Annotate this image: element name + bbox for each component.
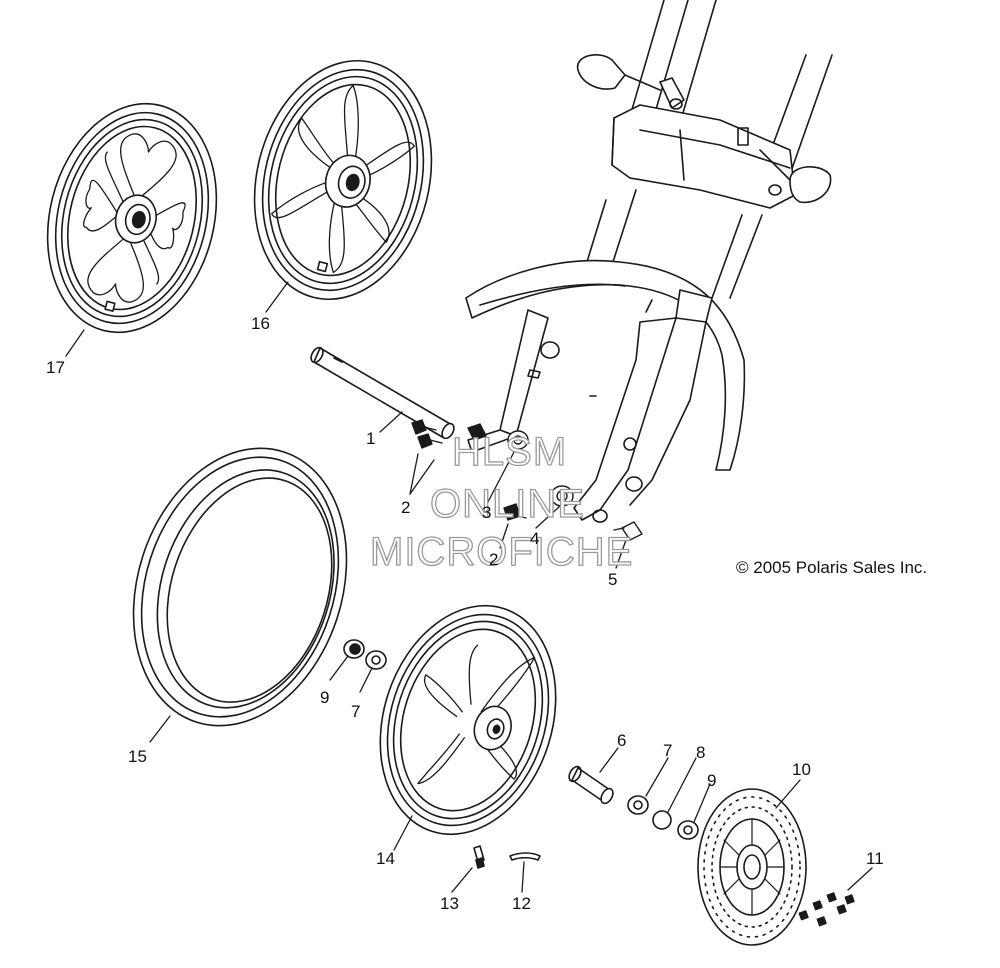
callout-part-7-right: 7 bbox=[663, 741, 673, 760]
brake-disc-10-drawing bbox=[697, 788, 807, 946]
tire-15-drawing bbox=[132, 447, 348, 727]
watermark-line-3: MICROFICHE bbox=[369, 530, 634, 574]
callout-part-2-lower: 2 bbox=[489, 550, 499, 569]
wheel-17-drawing bbox=[46, 102, 218, 334]
callout-part-3: 3 bbox=[482, 503, 492, 522]
callout-part-14: 14 bbox=[376, 849, 395, 868]
valve-stem-13-drawing bbox=[473, 845, 485, 869]
callout-part-13: 13 bbox=[440, 894, 459, 913]
callout-part-17: 17 bbox=[46, 358, 65, 377]
callout-part-12: 12 bbox=[512, 894, 531, 913]
callout-part-5: 5 bbox=[608, 570, 618, 589]
callout-part-8: 8 bbox=[696, 743, 706, 762]
callout-part-6: 6 bbox=[617, 731, 627, 750]
callout-part-1: 1 bbox=[366, 429, 376, 448]
axle-1-drawing bbox=[310, 346, 455, 440]
callout-part-2-upper: 2 bbox=[401, 498, 411, 517]
callout-part-11: 11 bbox=[866, 849, 884, 868]
fork-assembly-drawing bbox=[465, 0, 833, 523]
watermark-line-1: HLSM bbox=[451, 430, 568, 474]
wheel-14-drawing bbox=[379, 604, 557, 836]
callout-part-10: 10 bbox=[792, 760, 811, 779]
callout-part-15: 15 bbox=[128, 747, 147, 766]
leader-lines bbox=[65, 281, 873, 893]
bearings-left-drawing bbox=[343, 639, 387, 670]
spacer-6-drawing bbox=[568, 765, 614, 805]
copyright-text: © 2005 Polaris Sales Inc. bbox=[736, 558, 928, 577]
watermark-line-2: ONLINE bbox=[429, 482, 585, 526]
callout-part-9-left: 9 bbox=[320, 688, 330, 707]
callout-part-16: 16 bbox=[251, 314, 270, 333]
callout-part-7-left: 7 bbox=[351, 702, 361, 721]
wheel-16-drawing bbox=[253, 59, 433, 301]
callout-part-9-right: 9 bbox=[707, 771, 717, 790]
disc-bolts-11-drawing bbox=[798, 892, 855, 927]
bearings-right-drawing bbox=[627, 795, 699, 840]
balance-weight-12-drawing bbox=[509, 852, 541, 861]
callout-part-4: 4 bbox=[530, 529, 540, 548]
fork-hardware-drawing bbox=[411, 419, 643, 541]
